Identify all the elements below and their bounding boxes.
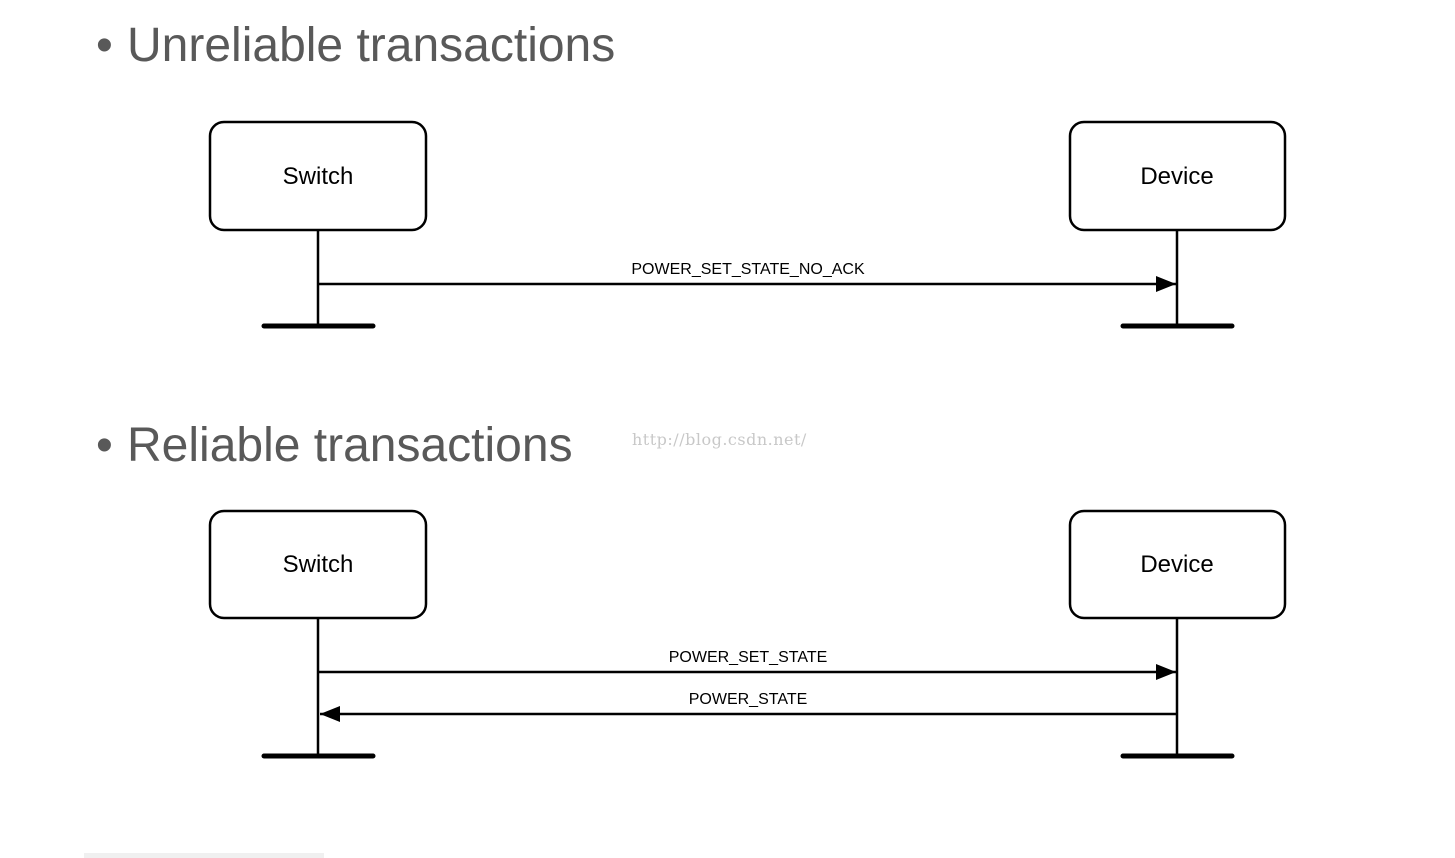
switch-label: Switch [283,163,354,190]
heading-reliable-text: Reliable transactions [127,419,573,472]
message-power-set-state: POWER_SET_STATE [318,649,1176,680]
cropped-footer-strip [84,853,484,858]
heading-unreliable-text: Unreliable transactions [127,19,616,72]
message-power-state: POWER_STATE [320,691,1177,722]
bullet: • [96,419,113,472]
bullet: • [96,19,113,72]
message-label: POWER_SET_STATE_NO_ACK [631,261,865,278]
heading-unreliable: • Unreliable transactions [96,22,615,70]
device-label: Device [1140,551,1213,578]
diagram-reliable: Switch Device POWER_SET_STATE POWER_STAT… [208,509,1287,759]
switch-participant: Switch [208,120,428,329]
message-label: POWER_SET_STATE [669,649,828,666]
device-participant: Device [1068,509,1287,759]
message-power-set-state-no-ack: POWER_SET_STATE_NO_ACK [318,261,1176,292]
switch-label: Switch [283,551,354,578]
device-label: Device [1140,163,1213,190]
watermark: http://blog.csdn.net/ [632,430,807,449]
heading-reliable: • Reliable transactions [96,422,573,470]
switch-participant: Switch [208,509,428,759]
diagram-unreliable: Switch Device POWER_SET_STATE_NO_ACK [208,120,1287,329]
device-participant: Device [1068,120,1287,329]
message-label: POWER_STATE [689,691,808,708]
